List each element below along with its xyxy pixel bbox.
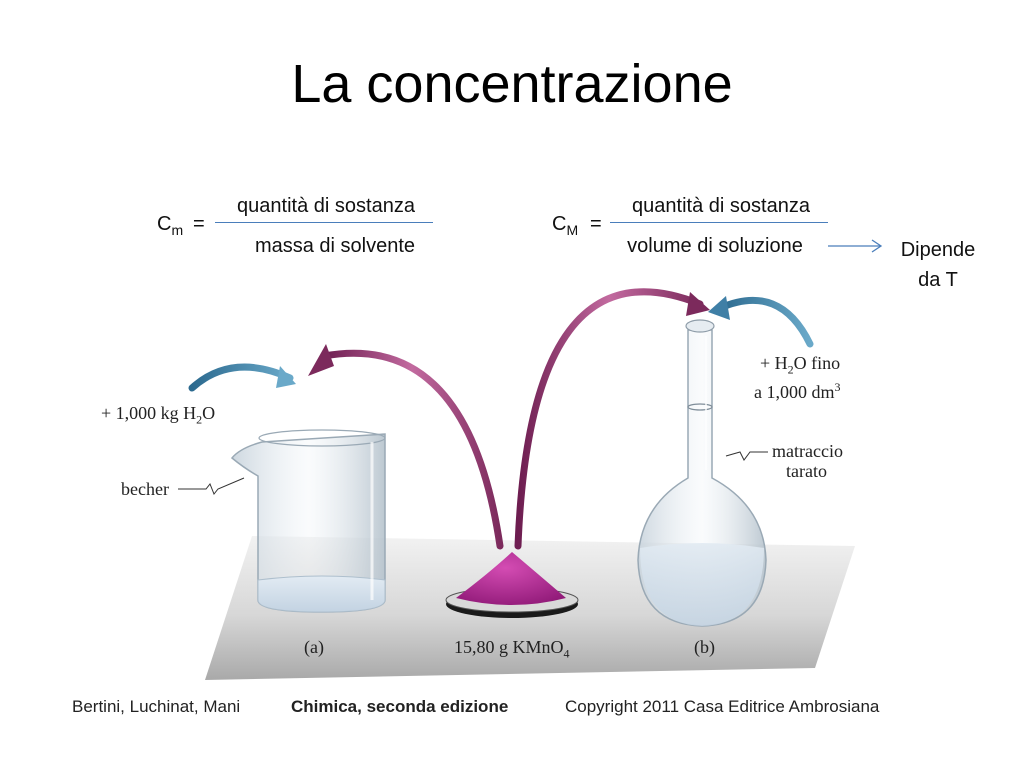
molal-numerator: quantità di sostanza: [237, 195, 415, 217]
flask-pointer-icon: [725, 451, 768, 461]
water-arrow-flask-icon: [708, 296, 814, 348]
water-kg-subscript: 2: [196, 412, 203, 427]
molar-symbol-letter: C: [552, 213, 567, 235]
molar-symbol-subscript: M: [566, 222, 579, 238]
water-fill-label: + H2O fino: [760, 352, 840, 381]
arrow-right-icon: [828, 239, 883, 253]
footer-book-title: Chimica, seconda edizione: [291, 697, 509, 716]
water-volume-label: a 1,000 dm3: [754, 376, 841, 403]
kmno4-mass-subscript: 4: [563, 646, 570, 661]
caption-b: (b): [694, 637, 715, 657]
kmno4-mass-text: 15,80 g KMnO: [454, 637, 564, 657]
molar-fraction-bar: [610, 222, 828, 223]
temperature-note-line1: Dipende: [900, 239, 976, 261]
water-kg-text: + 1,000 kg H: [101, 403, 197, 423]
caption-a: (a): [304, 637, 324, 657]
molal-symbol-subscript: m: [171, 222, 184, 238]
water-fill-text: + H: [760, 353, 788, 373]
water-volume-superscript: 3: [834, 380, 841, 394]
molar-equals: =: [590, 213, 602, 235]
water-kg-text-end: O: [202, 403, 216, 423]
water-fill-text-end: O fino: [793, 353, 841, 373]
water-arrow-beaker-icon: [188, 363, 296, 392]
footer-copyright: Copyright 2011 Casa Editrice Ambrosiana: [565, 697, 880, 716]
molar-denominator: volume di soluzione: [627, 235, 803, 257]
molal-equals: =: [193, 213, 205, 235]
water-fill-subscript: 2: [787, 362, 794, 377]
molal-fraction-bar: [215, 222, 433, 223]
temperature-note-line2: da T: [918, 269, 958, 291]
beaker-icon: [230, 429, 386, 613]
molal-symbol: Cm: [157, 212, 184, 238]
molal-denominator: massa di solvente: [254, 235, 416, 257]
molar-numerator: quantità di sostanza: [632, 195, 810, 217]
water-volume-text: a 1,000 dm: [754, 382, 835, 402]
slide-title: La concentrazione: [291, 54, 733, 114]
volumetric-flask-icon: [637, 319, 767, 627]
kmno4-mass-label: 15,80 g KMnO4: [454, 636, 570, 665]
becher-label: becher: [121, 479, 169, 499]
molar-symbol: CM: [552, 212, 579, 238]
kmno4-powder-icon: [445, 552, 579, 618]
footer-authors: Bertini, Luchinat, Mani: [72, 697, 241, 716]
molal-symbol-letter: C: [157, 213, 172, 235]
water-kg-label: + 1,000 kg H2O: [101, 402, 215, 431]
solute-arrow-flask-icon: [514, 288, 710, 550]
solute-arrow-beaker-icon: [308, 344, 504, 550]
becher-pointer-icon: [178, 477, 245, 495]
flask-label-line1: matraccio: [772, 441, 843, 461]
flask-label-line2: tarato: [786, 461, 827, 481]
